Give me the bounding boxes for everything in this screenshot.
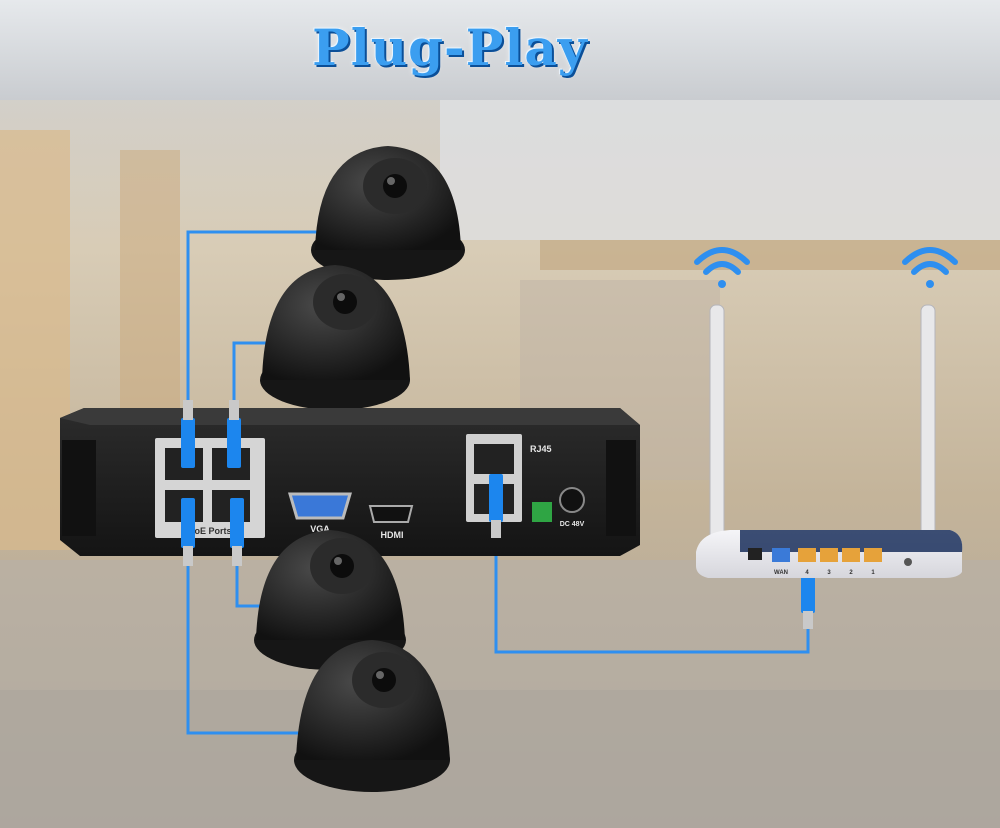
router-lan-port — [798, 548, 816, 562]
wifi-icon — [902, 247, 958, 288]
wifi-icon — [694, 247, 750, 288]
router-lan-port — [864, 548, 882, 562]
rj45-connector-icon — [230, 498, 244, 566]
wifi-router: WAN 4 3 2 1 — [696, 530, 963, 578]
antenna-icon — [920, 304, 936, 556]
router-lan-label: 2 — [849, 570, 853, 576]
rj45-connector-icon — [181, 400, 195, 468]
dome-camera-icon — [260, 265, 410, 410]
page-title: Plug-Play — [312, 18, 588, 77]
hdmi-label: HDMI — [381, 530, 404, 540]
hdmi-port — [368, 505, 414, 523]
dc-power-jack — [559, 487, 585, 513]
dome-camera-icon — [311, 146, 465, 280]
router-power-port — [748, 548, 762, 560]
router-lan-label: 3 — [827, 570, 831, 576]
network-cables — [186, 230, 810, 735]
router-wan-label: WAN — [774, 570, 788, 576]
rj45-connector-icon — [181, 498, 195, 566]
alarm-terminal — [532, 502, 552, 522]
dome-camera-icon — [294, 640, 450, 792]
dome-camera-icon — [254, 530, 406, 670]
router-wan-port — [772, 548, 790, 562]
vga-label: VGA — [310, 524, 330, 534]
router-lan-port — [842, 548, 860, 562]
rj45-label: RJ45 — [530, 444, 552, 454]
router-lan-label: 4 — [805, 570, 809, 576]
vga-port — [288, 492, 352, 520]
antenna-icon — [709, 304, 725, 556]
rj45-connector-icon — [227, 400, 241, 468]
nvr-recorder: PoE Ports VGA HDMI RJ45 DC 48V — [60, 408, 640, 556]
dc-label: DC 48V — [560, 521, 585, 528]
router-lan-label: 1 — [871, 570, 875, 576]
router-reset-button — [904, 558, 912, 566]
poe-ports-label: PoE Ports — [188, 526, 231, 536]
router-lan-port — [820, 548, 838, 562]
rj45-connector-icon — [489, 474, 503, 538]
